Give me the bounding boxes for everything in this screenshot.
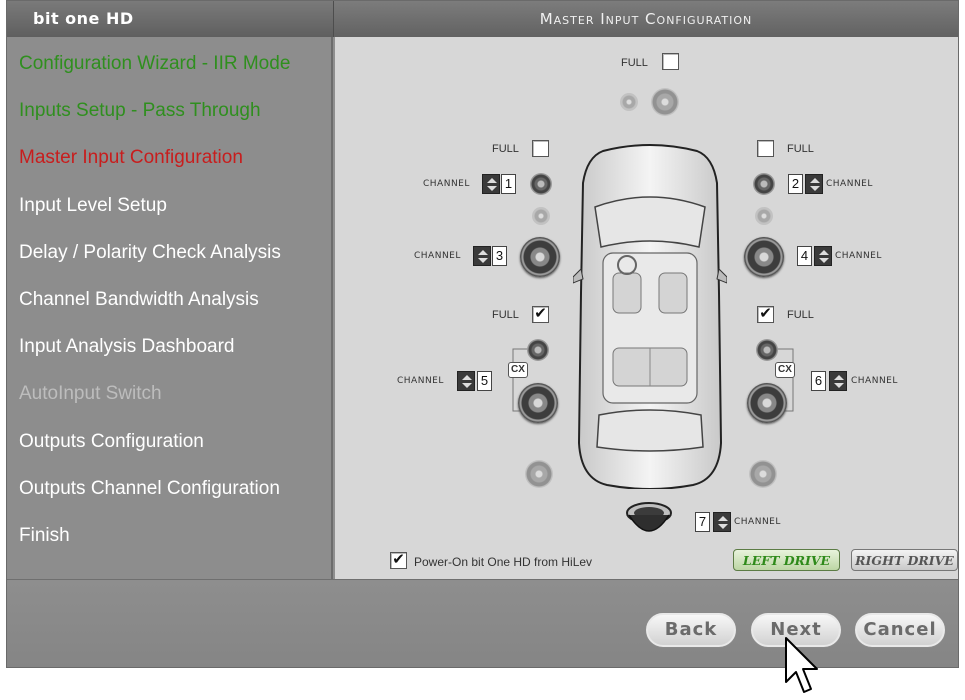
speaker-configuration-panel: FULL FULL CHANNEL 1 CHANNEL 3 FULL 2 CHA… (335, 37, 958, 579)
center-tweeter-icon (620, 93, 638, 111)
center-speaker-icon (651, 88, 679, 116)
rear-left-full-label: FULL (492, 309, 519, 321)
front-left-woofer-channel-label: CHANNEL (414, 251, 461, 261)
channel-1-value: 1 (501, 174, 516, 194)
front-left-woofer-icon (520, 237, 560, 277)
channel-1-stepper[interactable] (482, 174, 500, 194)
subwoofer-icon (626, 502, 672, 532)
back-button[interactable]: Back (645, 612, 737, 648)
center-full-label: FULL (621, 57, 648, 69)
sidebar-item-finish[interactable]: Finish (19, 524, 70, 546)
rear-right-full-checkbox[interactable]: ✔ (757, 306, 774, 323)
rear-right-channel-label: CHANNEL (851, 376, 898, 386)
sidebar-item-channel-bandwidth-analysis[interactable]: Channel Bandwidth Analysis (19, 288, 259, 310)
front-right-full-label: FULL (787, 143, 814, 155)
rear-left-tweeter-icon (527, 339, 549, 361)
rear-right-woofer-icon (747, 383, 787, 423)
rear-left-fill-speaker-icon (525, 460, 553, 488)
sidebar-item-outputs-channel-configuration[interactable]: Outputs Channel Configuration (19, 477, 280, 499)
left-drive-button[interactable]: LEFT DRIVE (733, 549, 840, 571)
channel-2-stepper[interactable] (805, 174, 823, 194)
channel-3-value: 3 (492, 246, 507, 266)
channel-6-stepper[interactable] (829, 371, 847, 391)
front-right-woofer-channel-label: CHANNEL (835, 251, 882, 261)
channel-2-value: 2 (788, 174, 803, 194)
center-full-checkbox[interactable] (662, 53, 679, 70)
channel-7-stepper[interactable] (713, 512, 731, 532)
front-left-tweeter-channel-label: CHANNEL (423, 179, 470, 189)
front-right-mid-icon (755, 207, 773, 225)
power-on-checkbox[interactable]: ✔ (390, 552, 407, 569)
car-top-view-icon (573, 144, 727, 489)
app-brand: bit one HD (7, 1, 333, 37)
rear-left-crossover-badge: CX (508, 362, 528, 378)
rear-right-crossover-badge: CX (775, 362, 795, 378)
rear-right-full-label: FULL (787, 309, 814, 321)
next-button[interactable]: Next (750, 612, 842, 648)
subwoofer-channel-label: CHANNEL (734, 517, 781, 527)
rear-left-channel-label: CHANNEL (397, 376, 444, 386)
front-left-full-checkbox[interactable] (532, 140, 549, 157)
front-left-full-label: FULL (492, 143, 519, 155)
app-window: bit one HD Master Input Configuration Co… (6, 0, 959, 668)
front-right-tweeter-icon (753, 173, 775, 195)
sidebar-item-input-level-setup[interactable]: Input Level Setup (19, 194, 167, 216)
channel-3-stepper[interactable] (473, 246, 491, 266)
channel-6-value: 6 (811, 371, 826, 391)
front-left-mid-icon (532, 207, 550, 225)
front-left-tweeter-icon (530, 173, 552, 195)
channel-4-stepper[interactable] (814, 246, 832, 266)
front-right-full-checkbox[interactable] (757, 140, 774, 157)
channel-7-value: 7 (695, 512, 710, 532)
channel-4-value: 4 (797, 246, 812, 266)
rear-left-full-checkbox[interactable]: ✔ (532, 306, 549, 323)
right-drive-button[interactable]: RIGHT DRIVE (851, 549, 958, 571)
rear-left-woofer-icon (518, 383, 558, 423)
channel-5-stepper[interactable] (457, 371, 475, 391)
power-on-label: Power-On bit One HD from HiLev (414, 555, 593, 569)
front-right-tweeter-channel-label: CHANNEL (826, 179, 873, 189)
mouse-pointer-icon (785, 637, 818, 693)
sidebar-item-input-analysis-dashboard[interactable]: Input Analysis Dashboard (19, 336, 235, 358)
sidebar-item-configuration-wizard[interactable]: Configuration Wizard - IIR Mode (19, 53, 291, 74)
sidebar-item-master-input-configuration[interactable]: Master Input Configuration (19, 147, 243, 169)
rear-right-tweeter-icon (756, 339, 778, 361)
sidebar-item-autoinput-switch: AutoInput Switch (19, 383, 162, 405)
channel-5-value: 5 (477, 371, 492, 391)
sidebar-item-delay-polarity-check[interactable]: Delay / Polarity Check Analysis (19, 241, 281, 263)
sidebar-item-outputs-configuration[interactable]: Outputs Configuration (19, 430, 204, 452)
sidebar-item-inputs-setup[interactable]: Inputs Setup - Pass Through (19, 100, 261, 122)
front-right-woofer-icon (744, 237, 784, 277)
cancel-button[interactable]: Cancel (854, 612, 946, 648)
page-title: Master Input Configuration (333, 1, 958, 37)
rear-right-fill-speaker-icon (749, 460, 777, 488)
title-bar: bit one HD Master Input Configuration (7, 1, 958, 37)
wizard-steps-sidebar: Configuration Wizard - IIR Mode Inputs S… (7, 37, 333, 579)
